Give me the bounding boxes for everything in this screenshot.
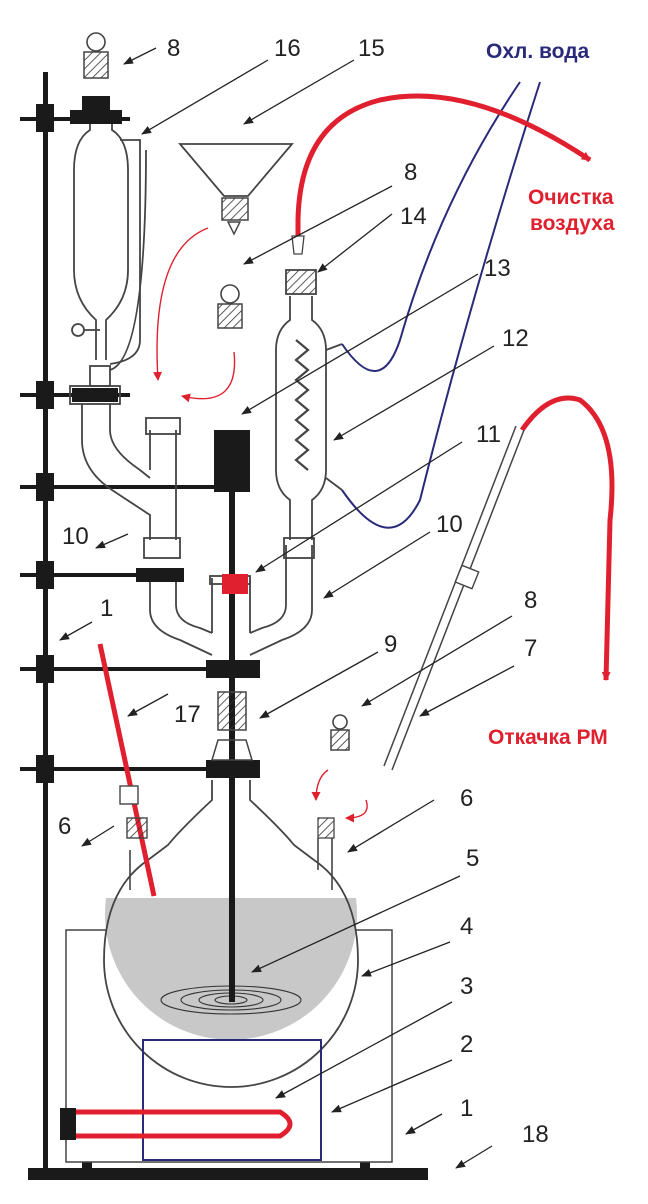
stopper-mid [217,284,243,329]
label-10-right: 10 [436,511,463,538]
flow-arrows [153,227,368,823]
joint-clamp-flask [206,760,260,778]
stirrer-motor [214,430,250,492]
label-8-right: 8 [524,587,537,614]
label-18: 18 [522,1121,549,1148]
heating-element [66,1109,293,1139]
leader-lines [59,47,515,1169]
label-1-upper: 1 [100,595,113,622]
neck-stopper-right [317,817,335,839]
label-11: 11 [476,421,501,448]
label-1-lower: 1 [460,1095,473,1122]
cooling-water-hoses [341,81,541,529]
stand-rod [43,72,48,1170]
label-17: 17 [174,701,201,728]
stand-foot-left [82,1160,92,1170]
label-13: 13 [484,255,511,282]
claisen-clamp [72,388,118,402]
label-16: 16 [274,35,301,62]
stopper-right [330,714,350,751]
label-14: 14 [400,203,427,230]
label-evacuation: Откачка РМ [488,726,608,749]
seal-11 [222,574,248,594]
stand-base [28,1168,428,1180]
dropping-funnel [71,120,147,387]
joint-clamp-lower [206,660,260,678]
clamp-arms [20,104,230,783]
reflux-condenser [275,269,343,540]
heater [60,1039,322,1161]
label-9: 9 [384,631,397,658]
label-12: 12 [502,325,529,352]
stirrer [214,430,250,1002]
air-purification-hose [291,93,592,255]
stand [20,72,428,1180]
label-2: 2 [460,1031,473,1058]
number-labels: 8 16 15 8 14 13 12 11 10 10 1 17 9 8 7 6… [58,35,549,1148]
joint-clamp-10 [136,568,184,582]
label-cooling-water: Охл. вода [486,40,590,63]
label-6-right: 6 [460,785,473,812]
label-5: 5 [466,845,479,872]
label-10-left: 10 [62,523,89,550]
stirrer-shaft [229,492,235,1002]
label-air-purification-1: Очистка [528,186,614,209]
label-4: 4 [460,913,473,940]
label-15: 15 [358,35,385,62]
evacuation-hose [519,395,615,681]
label-7: 7 [524,635,537,662]
label-8-mid: 8 [404,159,417,186]
funnel-stopper-clamp [82,96,110,114]
red-inlet-tube-6 [97,643,157,897]
label-3: 3 [460,973,473,1000]
text-labels: Охл. вода Очистка воздуха Откачка РМ [486,40,615,749]
joint-9 [210,691,254,761]
powder-funnel [178,143,294,236]
stopper-top [83,32,109,79]
label-6-left: 6 [58,813,71,840]
claisen-adapter [69,385,181,540]
label-air-purification-2: воздуха [530,212,615,235]
label-8-top: 8 [167,35,180,62]
stand-foot-right [360,1160,370,1170]
vacuum-tube-7 [383,425,525,771]
